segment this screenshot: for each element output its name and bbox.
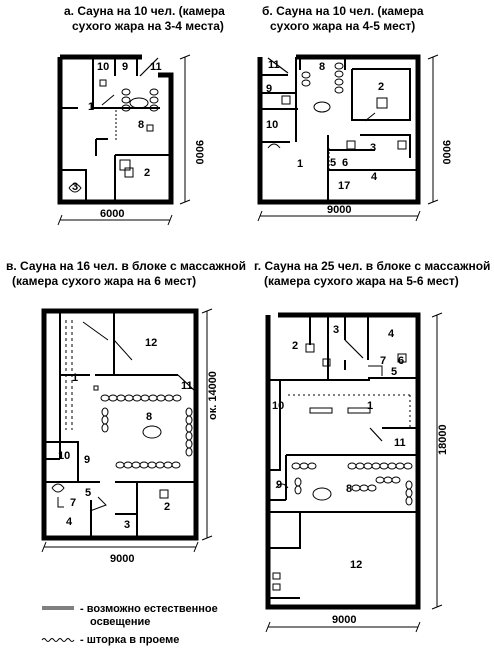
plan-b-room-8: 8 xyxy=(319,61,325,73)
plan-a-walls xyxy=(57,54,174,205)
plan-v-room-12: 12 xyxy=(145,337,157,349)
plan-g-height-label: 18000 xyxy=(437,424,449,455)
plan-g-room-7: 7 xyxy=(380,355,386,367)
plan-b-room-4: 4 xyxy=(371,171,378,183)
plan-b-caption-line2: сухого жара на 4-5 мест) xyxy=(270,19,415,33)
plan-v-room-7: 7 xyxy=(70,497,76,509)
plan-v-room-8: 8 xyxy=(146,411,152,423)
plan-v-room-10: 10 xyxy=(58,450,70,462)
plan-g-room-12: 12 xyxy=(350,559,362,571)
plan-g-room-6: 6 xyxy=(398,355,404,367)
plan-g-room-8: 8 xyxy=(346,483,352,495)
plan-g-width-label: 9000 xyxy=(332,614,356,626)
plan-b-room-5: 5 xyxy=(330,157,336,169)
plan-v-room-3: 3 xyxy=(124,519,130,531)
plan-a-room-numbers: 10 9 11 1 8 2 3 xyxy=(72,61,162,193)
plan-a-room-2: 2 xyxy=(144,167,150,179)
plan-v-room-11: 11 xyxy=(181,380,193,392)
plan-b-walls xyxy=(257,54,421,205)
plan-g-room-5: 5 xyxy=(391,366,397,378)
plan-g-room-4: 4 xyxy=(388,328,395,340)
plan-a-room-3: 3 xyxy=(72,181,78,193)
plan-a-dimensions xyxy=(57,54,191,226)
plan-b-dimensions xyxy=(257,54,439,222)
plan-g-room-numbers: 3 4 2 7 6 5 1 10 11 9 8 12 xyxy=(272,324,406,571)
plan-a-room-10: 10 xyxy=(97,61,109,73)
plan-g: г. Сауна на 25 чел. в блоке с массажной … xyxy=(254,259,490,633)
plan-g-dimensions xyxy=(265,312,443,633)
plan-v: в. Сауна на 16 чел. в блоке с массажной … xyxy=(6,259,246,565)
plan-b-room-9: 9 xyxy=(266,83,272,95)
plan-a-furniture xyxy=(99,79,159,140)
plan-v-height-label: ок. 14000 xyxy=(207,371,219,420)
plan-b-room-2: 2 xyxy=(378,81,384,93)
plan-a-caption-line2: сухого жара на 3-4 места) xyxy=(72,19,224,33)
plan-v-room-5: 5 xyxy=(85,487,91,499)
plan-b-room-6: 6 xyxy=(342,157,348,169)
plan-a-room-11: 11 xyxy=(150,61,162,73)
plan-g-room-11: 11 xyxy=(394,437,406,449)
plan-a-room-1: 1 xyxy=(88,101,94,113)
plan-v-dimensions xyxy=(41,308,213,553)
plan-b-caption-line1: б. Сауна на 10 чел. (камера xyxy=(262,4,424,18)
plan-a: а. Сауна на 10 чел. (камера сухого жара … xyxy=(57,4,225,226)
plan-v-room-numbers: 12 1 11 8 10 9 5 7 4 3 2 xyxy=(58,337,193,531)
plan-v-caption-line2: (камера сухого жара на 6 мест) xyxy=(12,274,196,288)
plan-g-room-9: 9 xyxy=(276,479,282,491)
plan-a-height-label: 9000 xyxy=(193,140,205,164)
legend-light-text-line2: освещение xyxy=(90,616,150,628)
plan-b: б. Сауна на 10 чел. (камера сухого жара … xyxy=(257,4,452,222)
legend: - возможно естественное освещение - штор… xyxy=(41,603,218,646)
plan-b-room-11: 11 xyxy=(268,59,280,71)
plan-b-height-label: 9000 xyxy=(440,140,452,164)
plan-v-width-label: 9000 xyxy=(110,553,134,565)
plan-a-width-label: 6000 xyxy=(100,208,124,220)
plan-g-caption-line1: г. Сауна на 25 чел. в блоке с массажной xyxy=(254,259,490,273)
legend-curtain-symbol xyxy=(41,638,75,642)
plan-v-caption-line1: в. Сауна на 16 чел. в блоке с массажной xyxy=(6,259,246,273)
plan-v-room-4: 4 xyxy=(66,516,73,528)
plan-g-caption-line2: (камера сухого жара на 5-6 мест) xyxy=(264,274,459,288)
plan-b-room-1: 1 xyxy=(297,158,303,170)
plan-a-caption-line1: а. Сауна на 10 чел. (камера xyxy=(64,4,225,18)
plan-v-walls xyxy=(41,308,199,541)
plan-v-furniture xyxy=(65,320,193,469)
plan-g-walls xyxy=(265,312,421,610)
plan-b-width-label: 9000 xyxy=(327,204,351,216)
plan-b-room-17: 17 xyxy=(338,180,350,192)
plan-a-room-9: 9 xyxy=(122,61,128,73)
plan-a-room-8: 8 xyxy=(138,119,144,131)
plan-g-room-2: 2 xyxy=(292,340,298,352)
plan-g-furniture xyxy=(288,394,413,506)
plan-v-room-1: 1 xyxy=(72,372,78,384)
plan-g-room-10: 10 xyxy=(272,400,284,412)
plan-b-furniture xyxy=(301,62,376,170)
legend-curtain-text: - шторка в проеме xyxy=(80,634,179,646)
plan-b-room-10: 10 xyxy=(266,119,278,131)
plan-g-room-1: 1 xyxy=(367,400,373,412)
plan-b-room-3: 3 xyxy=(370,142,376,154)
plan-b-room-numbers: 11 8 2 9 10 1 5 6 3 17 4 xyxy=(266,59,384,192)
plan-g-room-3: 3 xyxy=(333,324,339,336)
legend-light-text-line1: - возможно естественное xyxy=(80,603,218,615)
plan-v-room-2: 2 xyxy=(164,501,170,513)
plan-v-room-9: 9 xyxy=(84,454,90,466)
